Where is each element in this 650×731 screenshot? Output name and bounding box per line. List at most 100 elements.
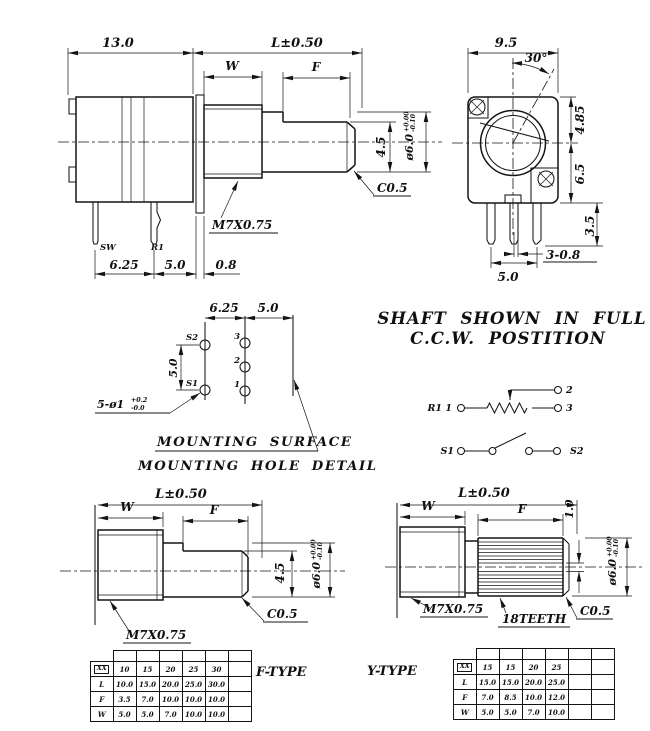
dim-slot: 1.0	[563, 499, 576, 518]
sw-pin-label: SW	[100, 243, 117, 253]
hole-callout-value: 5-ø1	[97, 398, 124, 411]
col-header: 25	[181, 661, 206, 677]
cell	[227, 706, 252, 722]
knurl-teeth	[478, 541, 563, 593]
front-view-outline	[452, 58, 578, 245]
cell	[227, 650, 252, 662]
col-header	[227, 661, 252, 677]
cell	[158, 650, 183, 662]
cell	[521, 648, 546, 660]
switch-contact	[524, 446, 534, 456]
dim-length: L±0.50	[457, 486, 510, 501]
pin	[486, 203, 496, 245]
row-label: W	[90, 706, 114, 722]
row-label: F	[453, 689, 477, 705]
cell: 7.0	[521, 704, 546, 720]
resistor-icon	[486, 401, 528, 415]
thread-note: M7X0.75	[211, 218, 272, 232]
screw-icon	[537, 170, 555, 188]
cell: 5.0	[498, 704, 523, 720]
corner-cell: XX	[453, 659, 477, 675]
cell: 25.0	[181, 676, 206, 692]
col-header: 15	[475, 659, 500, 675]
flat-indicator	[479, 122, 550, 142]
hole-s1	[199, 384, 211, 396]
schematic-s2: S2	[570, 446, 584, 457]
cell: 15.0	[475, 674, 500, 690]
table-row: L 10.0 15.0 20.0 25.0 30.0	[90, 676, 252, 692]
switch-blade-icon	[494, 432, 527, 449]
cell: 10.0	[181, 706, 206, 722]
schematic-pin2: 2	[565, 385, 573, 396]
cell	[567, 689, 592, 705]
dia-tol-minus: -0.10	[410, 113, 417, 132]
cell: 7.0	[475, 689, 500, 705]
cell	[454, 649, 477, 660]
dim-pin-size: 3-0.8	[546, 248, 581, 262]
side-view-outline	[58, 94, 442, 245]
f-type-title: F-TYPE	[255, 665, 308, 680]
schematic-pin1: 1	[445, 403, 452, 414]
rotation-line	[512, 68, 555, 144]
col-header	[567, 659, 592, 675]
hole-label-2: 2	[233, 356, 240, 366]
cell	[181, 650, 206, 662]
cell: 10.0	[112, 676, 137, 692]
mounting-surface-label: MOUNTING SURFACE	[156, 435, 352, 450]
cell	[91, 651, 114, 662]
chamfer-note: C0.5	[267, 607, 297, 621]
thread-note: M7X0.75	[125, 628, 186, 642]
sw-pin	[92, 202, 99, 245]
dim-pin-length: 3.5	[583, 216, 597, 237]
dia-tol-minus: -0.10	[317, 541, 324, 560]
table-header-row: XX 15 15 20 25	[453, 659, 615, 675]
front-view-dimensions	[467, 48, 603, 268]
col-header: 30	[204, 661, 229, 677]
xx-stamp: XX	[94, 665, 110, 674]
dim-flat-height: 4.5	[374, 137, 388, 158]
row-label: F	[90, 691, 114, 707]
r1-pin-label: R1	[150, 243, 164, 253]
dim-width: 9.5	[495, 36, 518, 51]
note-line2: C.C.W. POSTITION	[410, 329, 606, 348]
cell: 12.0	[544, 689, 569, 705]
dim-f: F	[517, 502, 528, 516]
dia-tol-plus: +0.00	[311, 539, 318, 560]
cell: 10.0	[544, 704, 569, 720]
f-type-view: L±0.50 W F 4.5 ø6.0 +0.00 -0.10 C0.5 M7X…	[60, 487, 345, 680]
table-row: F 3.5 7.0 10.0 10.0 10.0	[90, 691, 252, 707]
shaft-dia-callout: ø6.0 +0.00 -0.10	[403, 111, 417, 162]
cell: 5.0	[475, 704, 500, 720]
row-label: L	[90, 676, 114, 692]
table-row: F 7.0 8.5 10.0 12.0	[453, 689, 615, 705]
table-row	[454, 648, 615, 660]
cell: 7.0	[135, 691, 160, 707]
terminal-2	[553, 385, 563, 395]
cell: 10.0	[204, 691, 229, 707]
hole-label-s1: S1	[186, 379, 198, 389]
dim-upper: 4.85	[573, 105, 587, 134]
dim-w: W	[421, 499, 436, 513]
cell: 30.0	[204, 676, 229, 692]
terminal-1	[456, 403, 466, 413]
cell: 10.0	[158, 691, 183, 707]
dim-shaft-length: L±0.50	[270, 36, 323, 51]
shaft-dia-callout: ø6.0 +0.00 -0.10	[606, 536, 620, 587]
chamfer-note: C0.5	[377, 181, 407, 195]
table-row: L 15.0 15.0 20.0 25.0	[453, 674, 615, 690]
hole-tol-plus: +0.2	[131, 397, 148, 404]
dia-tol-minus: -0.10	[613, 538, 620, 557]
f-type-table: XX 10 15 20 25 30 L 10.0 15.0 20.0 25.0 …	[90, 650, 252, 722]
dim-f: F	[209, 503, 220, 517]
mounting-hole-detail: 6.25 5.0 5.0 S2 S1 3 2 1 5-ø1 +0.2 -0.0 …	[95, 301, 376, 474]
hole-tol-minus: -0.0	[131, 405, 145, 412]
dim-pin-span: 5.0	[498, 270, 520, 284]
dim-flat-height: 4.5	[273, 563, 287, 584]
cell: 3.5	[112, 691, 137, 707]
dia-value: ø6.0	[606, 559, 619, 587]
y-type-view: L±0.50 W F 1.0 ø6.0 +0.00 -0.10 M7X0.75 …	[367, 486, 645, 679]
col-header: 20	[521, 659, 546, 675]
hole-callout: 5-ø1 +0.2 -0.0	[97, 397, 148, 412]
